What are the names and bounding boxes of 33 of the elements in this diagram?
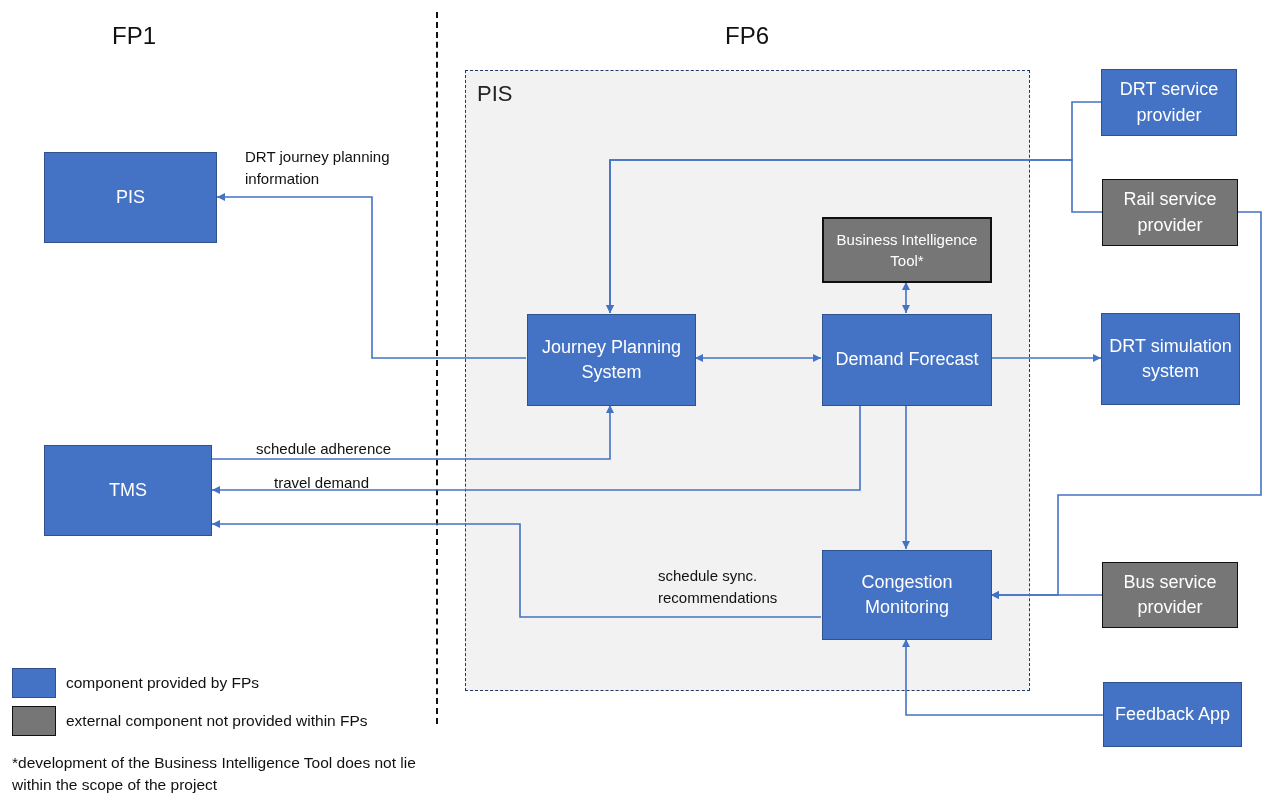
- legend-label: component provided by FPs: [66, 674, 259, 692]
- section-heading: FP6: [725, 22, 770, 50]
- component-box: TMS: [44, 445, 212, 536]
- component-box: PIS: [44, 152, 217, 243]
- connector-arrow: [694, 354, 822, 362]
- connector-arrow: [902, 281, 910, 314]
- group-frame: [465, 70, 1030, 691]
- connector-arrow: [216, 193, 527, 359]
- connector-arrow: [211, 520, 822, 618]
- connector-arrow: [211, 404, 614, 460]
- component-box: Bus service provider: [1102, 562, 1238, 628]
- edge-label: schedule adherence: [256, 439, 393, 459]
- edge-label: schedule sync. recommendations: [658, 566, 779, 608]
- component-box: Rail service provider: [1102, 179, 1238, 246]
- component-box: Congestion Monitoring: [822, 550, 992, 640]
- component-box: Journey Planning System: [527, 314, 696, 406]
- component-box: DRT simulation system: [1101, 313, 1240, 405]
- edge-label: travel demand: [274, 473, 371, 493]
- component-box: Demand Forecast: [822, 314, 992, 406]
- connector-arrow: [211, 404, 861, 494]
- component-box: Business Intelligence Tool*: [822, 217, 992, 283]
- component-box: Feedback App: [1103, 682, 1242, 747]
- connector-arrow: [990, 591, 1103, 599]
- connector-arrow: [990, 354, 1102, 362]
- connector-arrow: [902, 404, 910, 550]
- component-box: DRT service provider: [1101, 69, 1237, 136]
- connector-arrow: [606, 159, 1103, 314]
- section-heading: FP1: [112, 22, 157, 50]
- edge-label: DRT journey planning information: [245, 147, 391, 189]
- legend-label: external component not provided within FPs: [66, 712, 368, 730]
- connector-arrow: [902, 638, 1104, 716]
- footnote: *development of the Business Intelligence Tool does not lie within the scope of the project: [12, 753, 417, 794]
- group-title: PIS: [477, 81, 513, 107]
